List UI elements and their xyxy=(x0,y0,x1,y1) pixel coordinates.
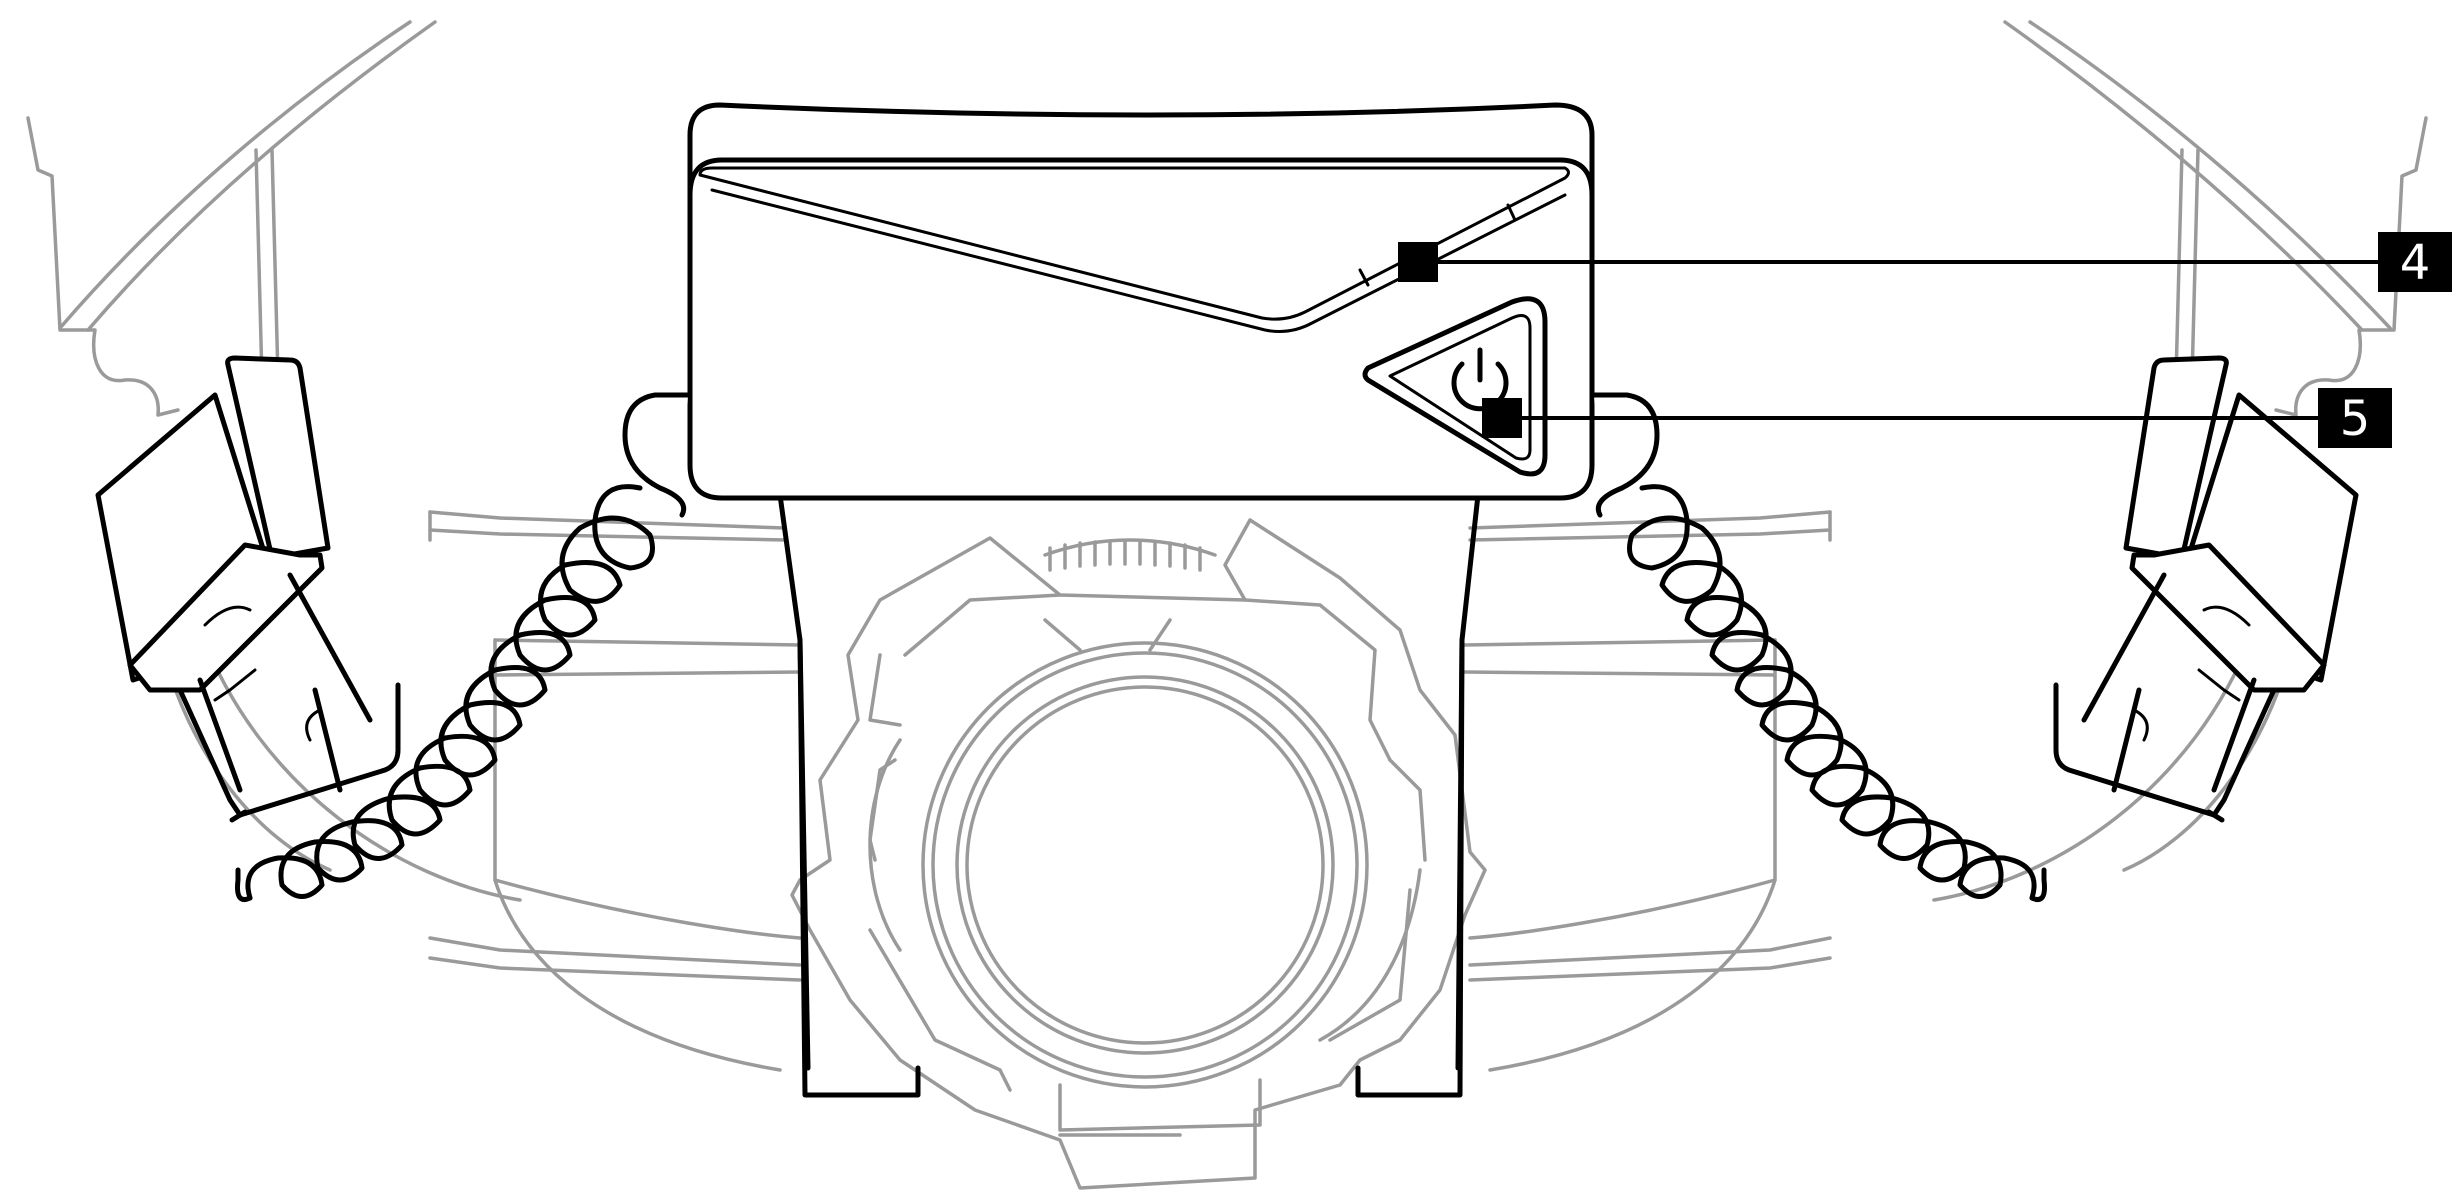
callout-4-label: 4 xyxy=(2400,235,2431,291)
right-side-clip xyxy=(2053,355,2359,823)
right-coiled-cable xyxy=(1591,392,2047,902)
lamp-bracket xyxy=(777,492,1481,1098)
callout-5-label: 5 xyxy=(2340,391,2371,447)
callout-5-marker xyxy=(1482,398,1522,438)
left-coiled-cable xyxy=(235,392,691,902)
left-side-clip xyxy=(95,355,401,823)
callout-4-marker xyxy=(1398,242,1438,282)
callout-5: 5 xyxy=(1482,388,2392,448)
power-icon xyxy=(1451,347,1509,412)
headband xyxy=(158,510,2296,1072)
callout-4-box xyxy=(2378,232,2452,292)
callout-5-box xyxy=(2318,388,2392,448)
lamp-housing xyxy=(687,102,1595,501)
helmet-outline xyxy=(26,20,2428,417)
ratchet-knob xyxy=(790,518,1487,1190)
callout-4: 4 xyxy=(1398,232,2452,292)
